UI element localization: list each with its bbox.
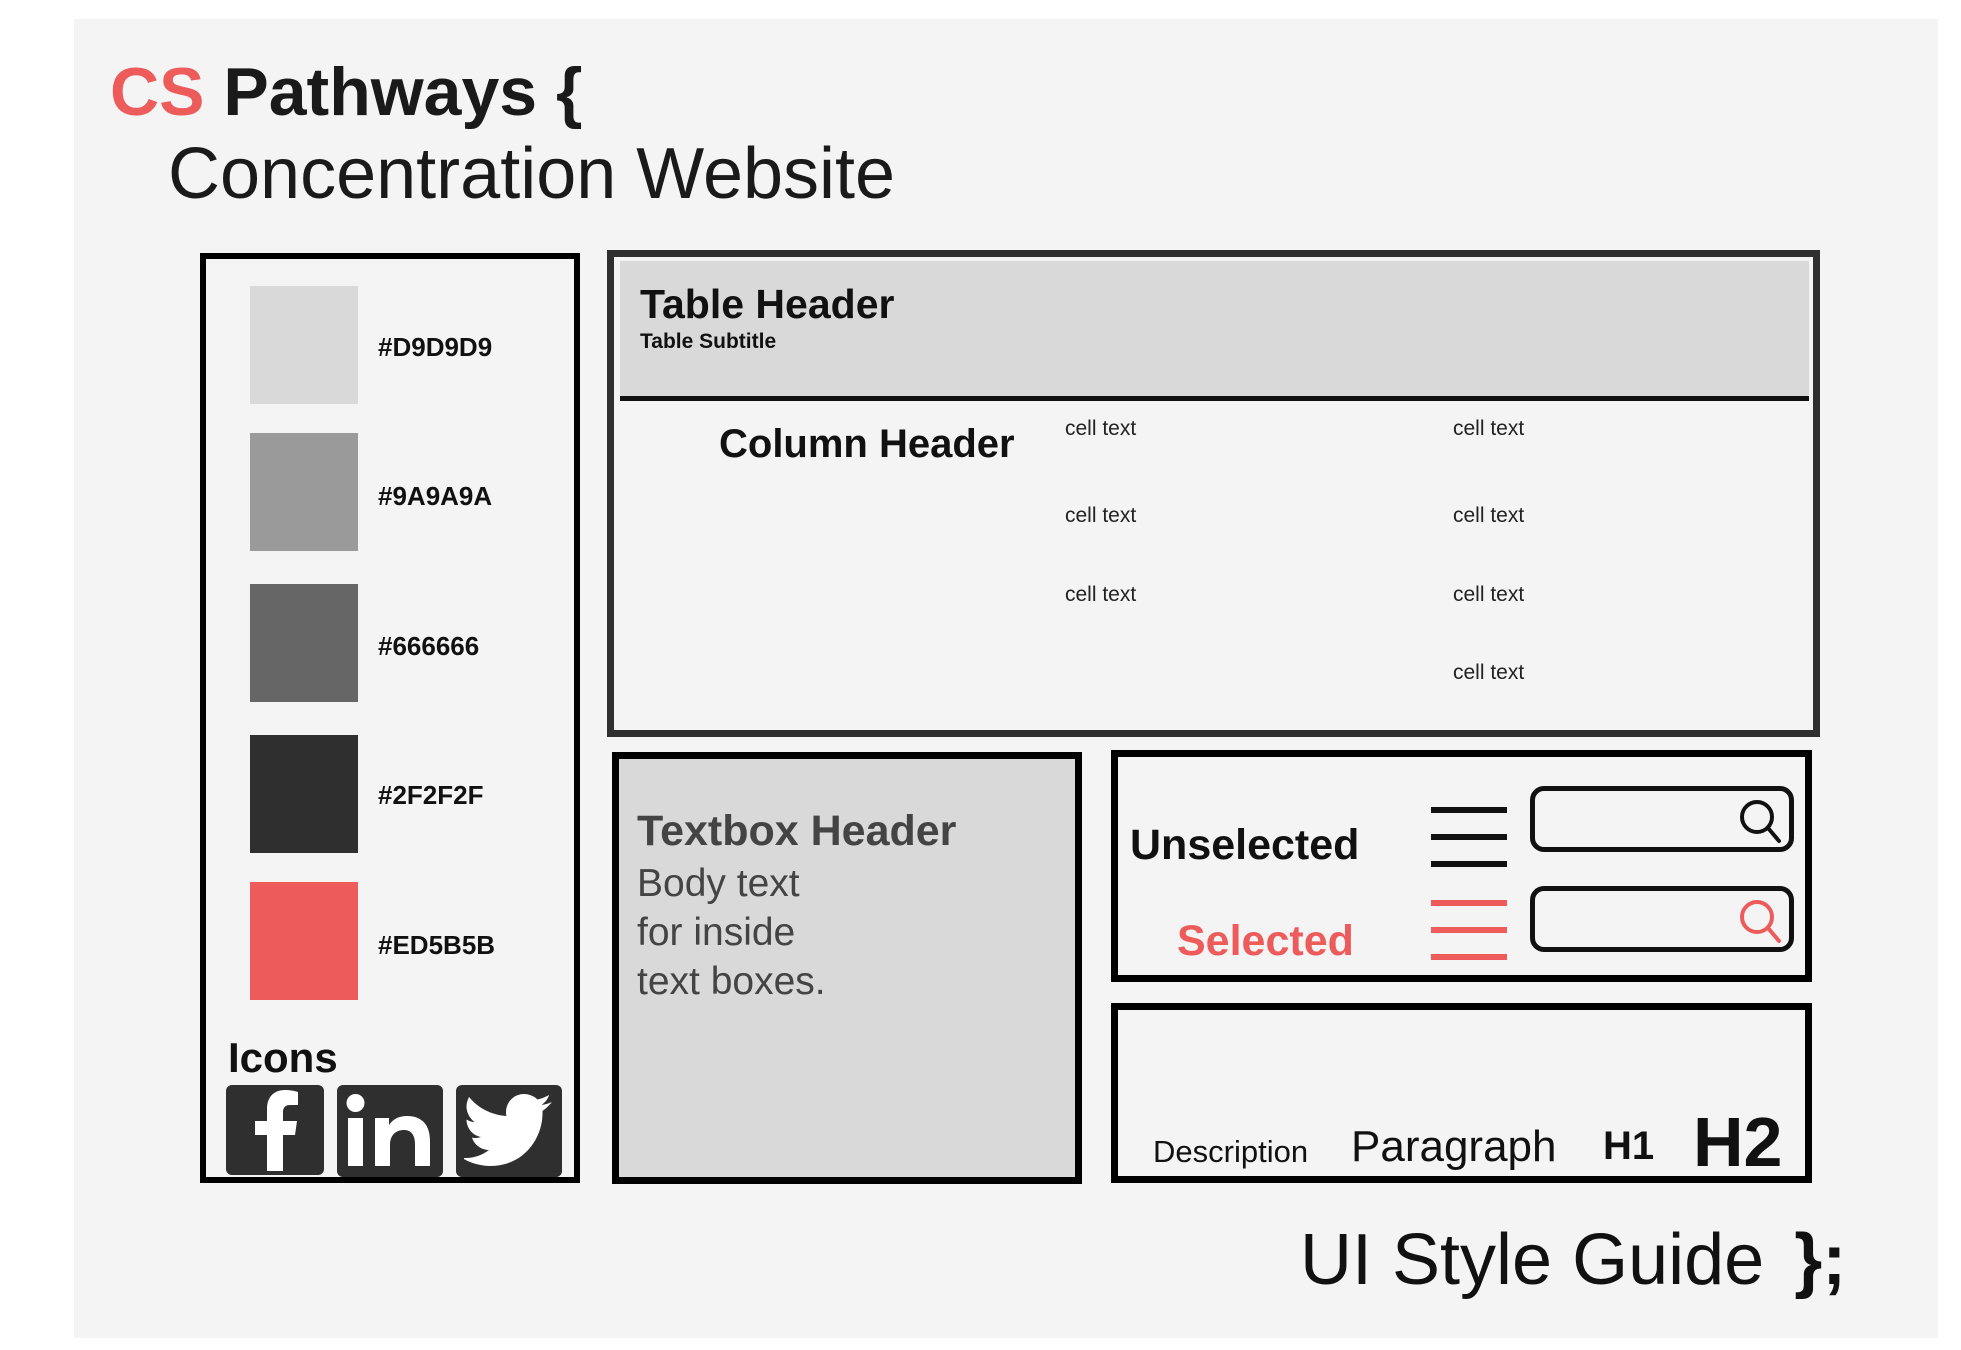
swatch-dark-gray: [250, 584, 358, 702]
swatch-label: #D9D9D9: [378, 332, 493, 362]
column-header: Column Header: [719, 422, 1015, 466]
search-icon: [1740, 800, 1781, 843]
table-panel: Table Header Table Subtitle Column Heade…: [607, 250, 1820, 737]
icons-heading: Icons: [228, 1034, 338, 1081]
type-paragraph: Paragraph: [1351, 1122, 1557, 1171]
page-subtitle: Concentration Website: [168, 134, 896, 214]
linkedin-icon[interactable]: [337, 1085, 443, 1177]
textbox-body-line: Body text: [637, 862, 800, 905]
footer-brace: };: [1794, 1220, 1847, 1300]
swatch-label: #ED5B5B: [378, 930, 496, 960]
textbox-body-line: for inside: [637, 911, 796, 954]
textbox-header: Textbox Header: [637, 807, 957, 855]
textbox-body: Body text for inside text boxes.: [637, 859, 826, 1006]
hamburger-icon-selected[interactable]: [1431, 900, 1507, 960]
swatch-label: #666666: [378, 631, 480, 661]
swatch-label: #2F2F2F: [378, 780, 484, 810]
table-cell: cell text: [1453, 583, 1525, 606]
color-palette-panel: #D9D9D9 #9A9A9A #666666 #2F2F2F #ED5B5B …: [200, 253, 580, 1183]
textbox-panel: Textbox Header Body text for inside text…: [612, 752, 1082, 1184]
type-h2: H2: [1693, 1103, 1783, 1181]
swatch-gray: [250, 433, 358, 551]
table-subtitle: Table Subtitle: [640, 330, 777, 353]
facebook-icon[interactable]: [226, 1085, 324, 1175]
selected-label: Selected: [1177, 917, 1354, 965]
table-header: Table Header: [640, 281, 895, 327]
swatch-charcoal: [250, 735, 358, 853]
typography-panel: Description Paragraph H1 H2: [1111, 1003, 1812, 1183]
type-h1: H1: [1603, 1124, 1655, 1168]
unselected-label: Unselected: [1130, 821, 1360, 869]
swatch-accent-red: [250, 882, 358, 1000]
table-cell: cell text: [1453, 504, 1525, 527]
title-brand: Pathways {: [223, 54, 583, 130]
search-icon-selected: [1740, 900, 1781, 943]
table-cell: cell text: [1453, 661, 1525, 684]
swatch-label: #9A9A9A: [378, 481, 493, 511]
hamburger-icon[interactable]: [1431, 807, 1507, 867]
search-input-unselected[interactable]: [1530, 786, 1794, 852]
footer-title: UI Style Guide};: [1300, 1224, 1846, 1296]
page-title: CS Pathways {: [110, 58, 582, 126]
search-input-selected[interactable]: [1530, 886, 1794, 952]
title-accent: CS: [110, 54, 205, 130]
table-cell: cell text: [1065, 583, 1137, 606]
table-cell: cell text: [1065, 504, 1137, 527]
textbox-body-line: text boxes.: [637, 960, 826, 1003]
swatch-light-gray: [250, 286, 358, 404]
interaction-states-panel: Unselected Selected: [1111, 750, 1812, 982]
table-cell: cell text: [1065, 417, 1137, 440]
type-description: Description: [1153, 1134, 1309, 1169]
table-cell: cell text: [1453, 417, 1525, 440]
footer-title-text: UI Style Guide: [1300, 1220, 1765, 1300]
twitter-icon[interactable]: [456, 1085, 562, 1177]
table-header-band: Table Header Table Subtitle: [620, 261, 1809, 401]
